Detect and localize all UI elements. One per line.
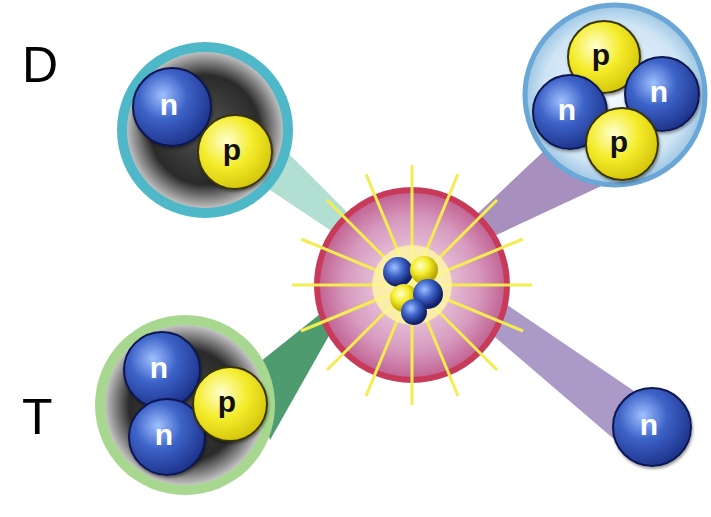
burst-glow [372, 245, 452, 325]
proton-sphere: p [192, 366, 268, 442]
helium-circle [525, 5, 705, 185]
fusing-nucleus [383, 256, 443, 325]
proton-sphere: p [585, 107, 659, 181]
burst-rays [292, 165, 532, 405]
neutron-sphere: n [612, 387, 692, 467]
particle-letter: p [610, 127, 628, 157]
proton-sphere: p [197, 114, 273, 190]
particle-letter: p [592, 40, 610, 70]
particle-letter: p [223, 135, 241, 165]
particle-letter: n [650, 77, 668, 107]
particle-letter: n [640, 410, 658, 440]
particle-letter: n [150, 353, 168, 383]
tritium-ring [95, 315, 275, 495]
isotope-label: D [22, 40, 58, 90]
particle-letter: n [558, 95, 576, 125]
isotope-label: T [22, 392, 53, 442]
particle-letter: n [155, 420, 173, 450]
deuterium-circle [127, 52, 283, 208]
deuterium-ring [117, 42, 293, 218]
particle-letter: n [160, 90, 178, 120]
particle-letter: p [218, 387, 236, 417]
